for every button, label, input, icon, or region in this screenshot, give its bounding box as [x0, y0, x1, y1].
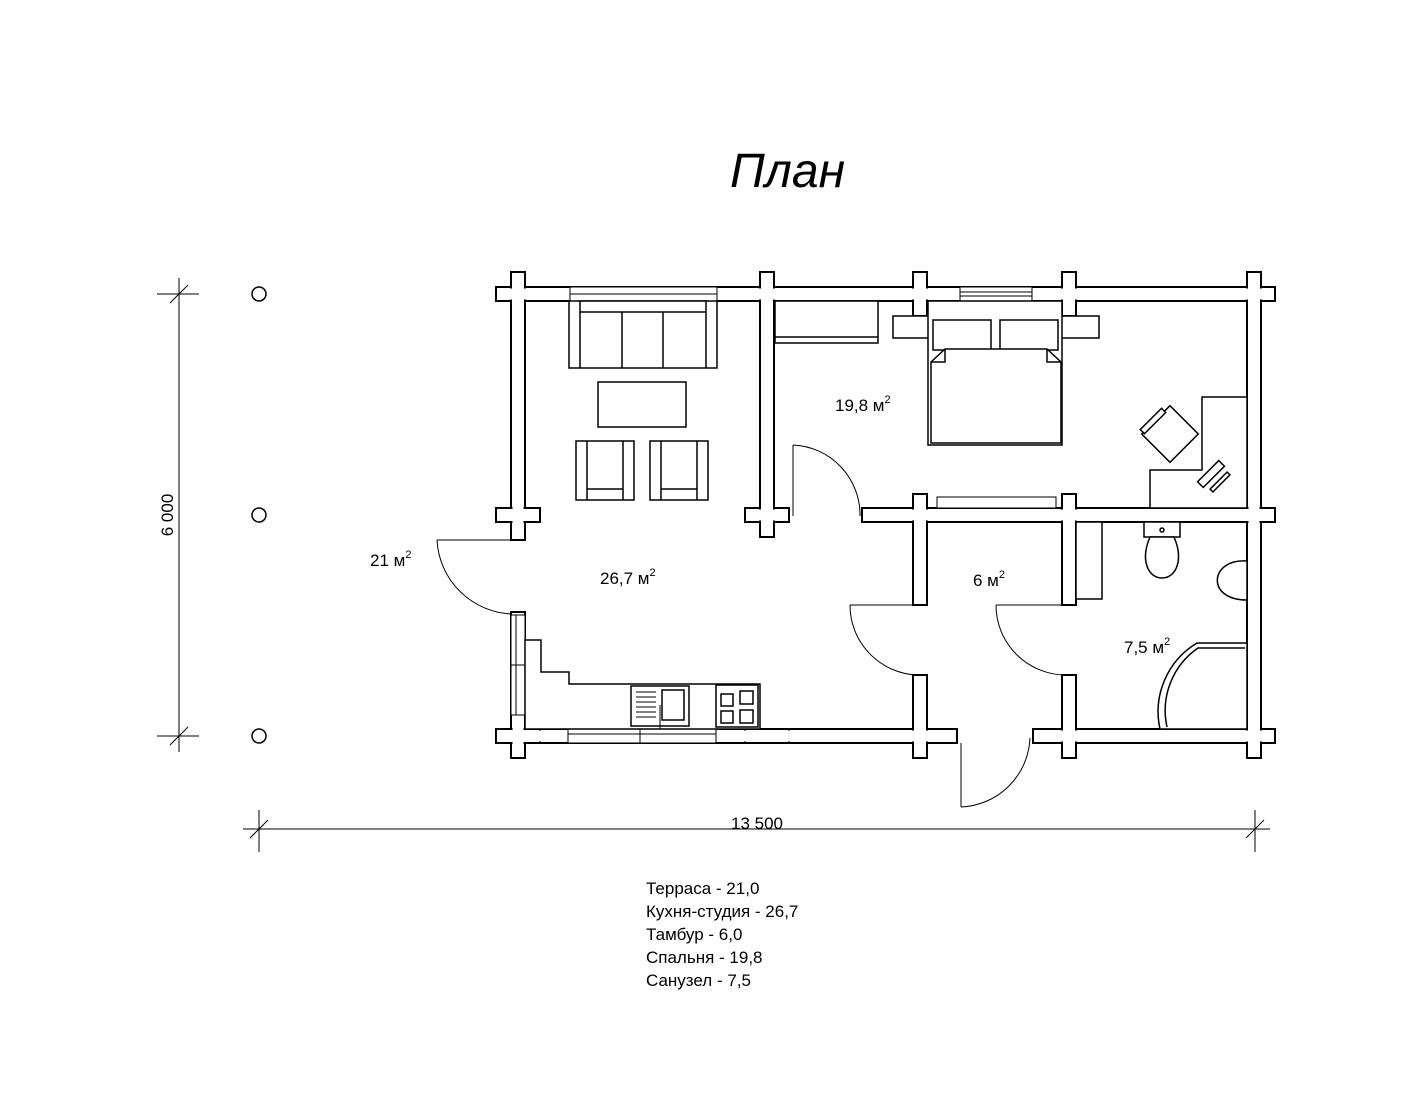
wall-fill — [1063, 676, 1075, 757]
sink-drainer — [636, 691, 661, 729]
coffee-table — [597, 381, 687, 428]
horizontal-dimension — [243, 810, 1270, 852]
kitchen-area: 26,7 м — [600, 569, 650, 588]
legend-item: Терраса - 21,0 — [646, 879, 760, 898]
windows — [510, 286, 1057, 744]
svg-text:6 м2: 6 м2 — [973, 569, 1005, 590]
wall-fill — [1034, 730, 1274, 742]
bathroom-fixtures — [1075, 521, 1248, 730]
bathroom-area: 7,5 м — [1124, 638, 1164, 657]
wall-fill — [914, 676, 926, 757]
area-legend: Терраса - 21,0 Кухня-студия - 26,7 Тамбу… — [646, 877, 798, 992]
legend-item: Тамбур - 6,0 — [646, 925, 743, 944]
height-dimension-label: 6 000 — [158, 494, 177, 537]
wall-fill — [497, 288, 1274, 300]
wall-fill — [512, 273, 524, 539]
armchairs — [575, 440, 709, 501]
wall-fill — [497, 730, 956, 742]
svg-text:26,7 м2: 26,7 м2 — [600, 567, 656, 588]
wall-fill — [1063, 273, 1075, 315]
bed — [892, 300, 1100, 446]
wall-fill — [497, 509, 539, 521]
wall-fill — [914, 273, 926, 315]
svg-text:19,8 м2: 19,8 м2 — [835, 394, 891, 415]
vestibule-area: 6 м — [973, 571, 999, 590]
wall-fill — [497, 730, 539, 742]
bedroom-shelf — [774, 300, 879, 344]
width-dimension-label: 13 500 — [731, 814, 783, 833]
wall-fill — [761, 273, 773, 536]
legend-item: Спальня - 19,8 — [646, 948, 763, 967]
wall-fill — [1063, 495, 1075, 604]
terrace-area: 21 м — [370, 551, 405, 570]
plan-title: План — [730, 145, 845, 198]
desk — [1139, 396, 1248, 509]
legend-item: Кухня-студия - 26,7 — [646, 902, 799, 921]
wall-fill — [914, 495, 926, 604]
svg-text:7,5 м2: 7,5 м2 — [1124, 636, 1170, 657]
svg-text:21 м2: 21 м2 — [370, 549, 411, 570]
axis-markers — [251, 286, 267, 744]
legend-item: Санузел - 7,5 — [646, 971, 751, 990]
vertical-dimension — [157, 278, 199, 752]
bedroom-area: 19,8 м — [835, 396, 885, 415]
room-labels: 21 м2 26,7 м2 19,8 м2 6 м2 7,5 м2 — [370, 394, 1170, 657]
doors — [436, 444, 1067, 808]
kitchen-counter — [524, 639, 761, 730]
sofa — [568, 300, 718, 369]
wall-fill — [746, 730, 788, 742]
